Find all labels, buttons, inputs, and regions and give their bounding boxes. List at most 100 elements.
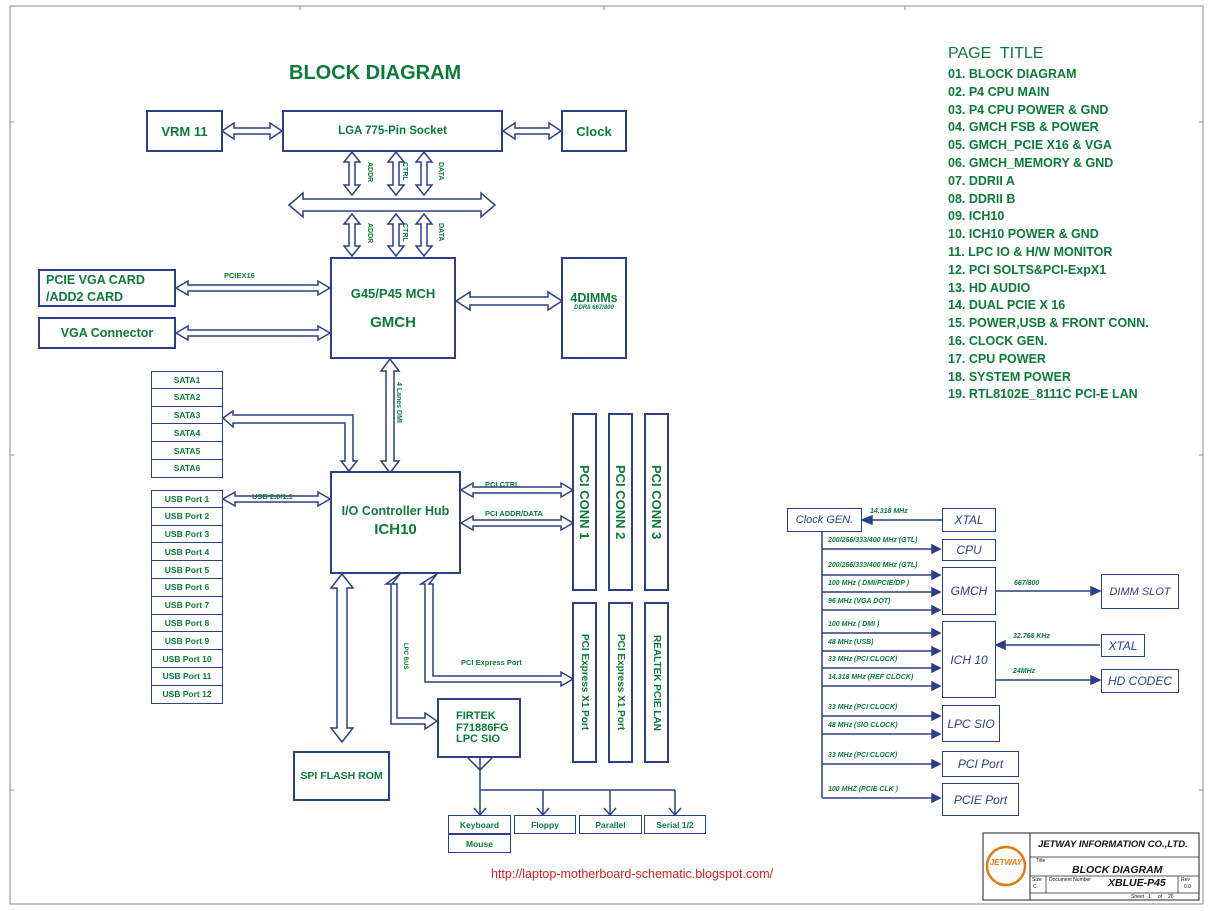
vga-connector-block: VGA Connector [38,317,176,349]
page-list-item: 07. DDRII A [948,173,1015,188]
clock-lpc-sio-block: LPC SIO [942,705,1000,742]
usb-port: USB Port 3 [151,525,223,544]
rev-value: 0.0 [1184,884,1191,890]
usb-port: USB Port 8 [151,614,223,633]
clock-frequency: 200/266/333/400 MHz (GTL) [828,537,918,544]
cpu-socket-label: LGA 775-Pin Socket [338,125,447,137]
pci-conn-2-label: PCI CONN 2 [613,464,628,540]
usb-port: USB Port 9 [151,632,223,651]
page-list-item: 17. CPU POWER [948,351,1046,366]
page-list-item: 02. P4 CPU MAIN [948,84,1050,99]
realtek-lan: REALTEK PCIE LAN [644,602,669,763]
title-label: Title [1036,858,1046,864]
usb-port: USB Port 7 [151,596,223,615]
usb-port: USB Port 2 [151,507,223,526]
sata-port: SATA1 [151,371,223,389]
clock-frequency: 33 MHz (PCI CLOCK) [828,752,898,759]
page-list-item: 13. HD AUDIO [948,280,1031,295]
page-list-item: 12. PCI SOLTS&PCI-ExpX1 [948,262,1107,277]
floppy-block: Floppy [514,815,576,834]
jetway-logo: JETWAY [989,858,1023,867]
pcie-vga-card-block: PCIE VGA CARD /ADD2 CARD [38,269,176,307]
clock-cpu-label: CPU [956,543,982,557]
page-list-item: 14. DUAL PCIE X 16 [948,298,1066,313]
bus-label-usb: USB 2.0/1.1 [252,492,293,501]
sio-model-label: F71886FG [456,721,509,734]
clock-frequency: 33 MHz (PCI CLOCK) [828,704,898,711]
bus-label-data-bottom: DATA [437,223,444,242]
source-url[interactable]: http://laptop-motherboard-schematic.blog… [491,867,774,881]
sata-port: SATA3 [151,406,223,425]
mouse-block: Mouse [448,834,511,853]
pcie-x1-port-2-label: PCI Express X1 Port [615,634,626,731]
sheet-title: BLOCK DIAGRAM [1072,864,1163,876]
parallel-label: Parallel [595,819,626,830]
gmch-label: GMCH [370,314,416,331]
doc-number-label: Document Number [1049,877,1091,883]
rev-label: Rev [1181,877,1190,883]
clock-ich-label: ICH 10 [950,652,988,667]
page-list-item: 16. CLOCK GEN. [948,333,1048,348]
hd-codec-block: HD CODEC [1101,669,1179,693]
clock-frequency: 48 MHz (USB) [828,639,874,646]
doc-number: XBLUE-P45 [1108,877,1166,889]
clock-gen-block: Clock GEN. [787,508,862,532]
lpc-sio-block: FIRTEK F71886FG LPC SIO [437,698,521,758]
clock-label: Clock [576,123,612,139]
spi-flash-label: SPI FLASH ROM [300,770,383,782]
keyboard-label: Keyboard [459,819,500,830]
clock-lpc-sio-label: LPC SIO [947,716,995,731]
page-list-item: 05. GMCH_PCIE X16 & VGA [948,138,1112,153]
usb-port: USB Port 10 [151,650,223,668]
dimm-freq: 667/800 [1014,580,1040,587]
page-list-item: 03. P4 CPU POWER & GND [948,102,1109,117]
bus-label-pci-ctrl: PCI CTRL [485,480,520,489]
parallel-block: Parallel [579,815,642,834]
ich10-block: I/O Controller Hub ICH10 [330,471,461,574]
clock-frequency: 48 MHz (SIO CLOCK) [828,722,898,729]
pci-conn-3-label: PCI CONN 3 [649,464,664,540]
dimm-slot-label: DIMM SLOT [1109,585,1171,598]
vrm-block: VRM 11 [146,110,223,152]
page-list-item: 15. POWER,USB & FRONT CONN. [948,316,1149,331]
usb-port: USB Port 12 [151,685,223,704]
pci-conn-1: PCI CONN 1 [572,413,597,591]
clock-block: Clock [561,110,627,152]
pcie-vga-card-label: PCIE VGA CARD [46,273,145,287]
vga-connector-label: VGA Connector [60,326,154,340]
page-list-item: 19. RTL8102E_8111C PCI-E LAN [948,387,1138,402]
bus-label-pci-addr: PCI ADDR/DATA [485,509,543,518]
keyboard-block: Keyboard [448,815,511,834]
clock-gmch-label: GMCH [950,584,988,598]
clock-pci-port-label: PCI Port [957,757,1004,771]
xtal-14mhz-label: XTAL [954,513,984,527]
xtal-32khz-block: XTAL [1101,634,1145,657]
ich10-desc-label: I/O Controller Hub [341,504,450,518]
gmch-model-label: G45/P45 MCH [350,286,436,301]
xtal-14mhz-freq: 14.318 MHz [870,508,908,515]
usb-port: USB Port 1 [151,490,223,508]
page-list-heading: PAGE TITLE [948,45,1044,62]
bus-label-pcie-port: PCI Express Port [461,658,522,667]
xtal-32khz-freq: 32.768 KHz [1013,633,1050,640]
usb-port: USB Port 4 [151,543,223,562]
pci-conn-3: PCI CONN 3 [644,413,669,591]
size-value: C [1033,884,1037,890]
usb-port: USB Port 6 [151,578,223,597]
vrm-label: VRM 11 [161,123,208,139]
clock-frequency: 200/266/333/400 MHz (GTL) [828,562,918,569]
page-list-item: 06. GMCH_MEMORY & GND [948,155,1114,170]
clock-pci-port-block: PCI Port [942,751,1019,777]
gmch-block: G45/P45 MCH GMCH [330,257,456,359]
sheet-number: 1 [1148,894,1151,900]
bus-label-dmi: 4 Lanes DMI [395,382,402,423]
page-list-item: 09. ICH10 [948,209,1005,224]
xtal-32khz-label: XTAL [1108,638,1138,653]
clock-frequency: 96 MHz (VGA DOT) [828,598,891,605]
sio-vendor-label: FIRTEK [456,710,496,722]
dimms-block: 4DIMMs DDRII 667/800 [561,257,627,359]
company-name: JETWAY INFORMATION CO.,LTD. [1038,839,1188,850]
